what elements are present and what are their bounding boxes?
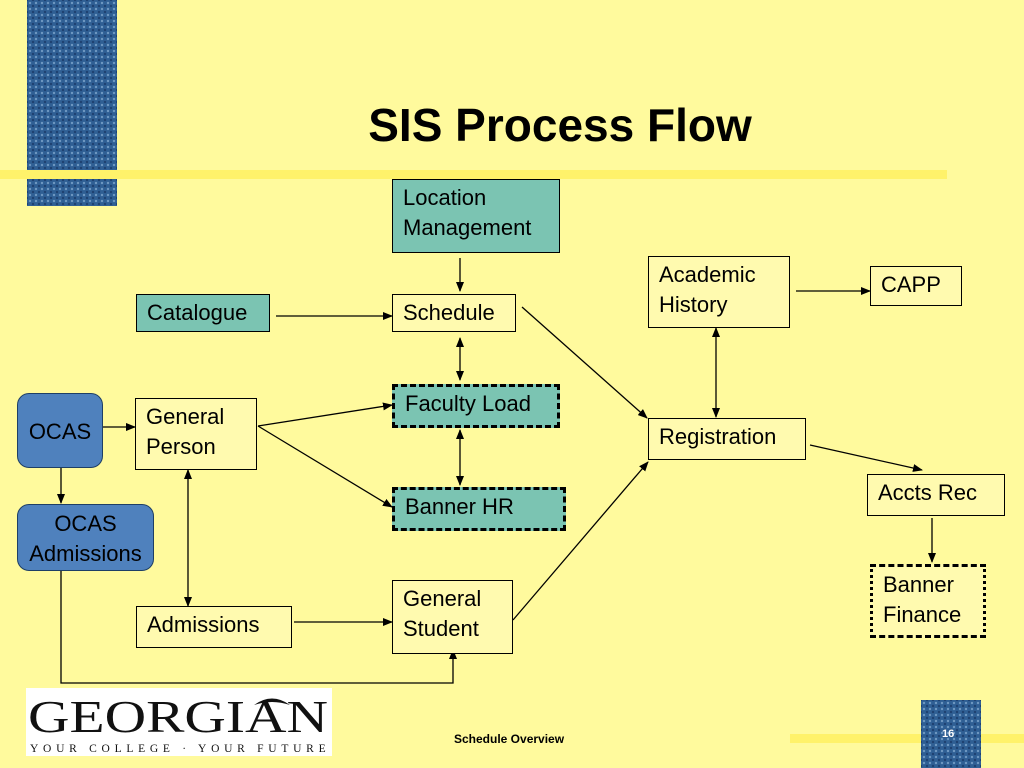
node-general-person: General Person <box>135 398 257 470</box>
node-admissions: Admissions <box>136 606 292 648</box>
arrow-schedule-to-registration <box>521 306 648 419</box>
node-banner-hr-label: Banner HR <box>405 494 514 519</box>
node-ocas-admissions: OCAS Admissions <box>17 504 154 571</box>
node-accts-rec: Accts Rec <box>867 474 1005 516</box>
arrow-person-to-faculty-load <box>257 402 393 427</box>
node-ocas: OCAS <box>17 393 103 468</box>
page-number-block <box>921 700 981 768</box>
node-admissions-label: Admissions <box>147 612 260 637</box>
node-general-student-line1: General <box>403 586 482 611</box>
node-ocas-label: OCAS <box>28 419 92 444</box>
node-banner-finance-line2: Finance <box>883 602 962 627</box>
node-banner-finance-line1: Banner <box>883 572 954 597</box>
node-capp-label: CAPP <box>881 272 941 297</box>
georgian-logo: GEORGIAN YOUR COLLEGE · YOUR FUTURE <box>26 688 332 756</box>
slide-title: SIS Process Flow <box>368 99 752 151</box>
node-banner-finance: Banner Finance <box>870 564 986 638</box>
node-faculty-load-label: Faculty Load <box>405 391 531 416</box>
node-general-person-line2: Person <box>146 434 216 459</box>
node-schedule-label: Schedule <box>403 300 495 325</box>
node-academic-history-line2: History <box>659 292 728 317</box>
node-ocas-admissions-line1: OCAS <box>54 511 117 536</box>
node-academic-history: Academic History <box>648 256 790 328</box>
node-accts-rec-label: Accts Rec <box>878 480 978 505</box>
node-general-student-line2: Student <box>403 616 479 641</box>
arrow-ocas-admissions-to-student <box>60 571 457 684</box>
arrow-person-to-banner-hr <box>257 425 393 508</box>
node-registration: Registration <box>648 418 806 460</box>
georgian-logo-image: GEORGIAN YOUR COLLEGE · YOUR FUTURE <box>28 691 328 755</box>
footer-text: Schedule Overview <box>454 732 565 746</box>
node-ocas-admissions-line2: Admissions <box>29 541 142 566</box>
svg-text:GEORGIAN: GEORGIAN <box>28 691 328 742</box>
node-location-management: Location Management <box>392 179 560 253</box>
arrow-registration-to-accts-rec <box>809 444 923 472</box>
node-general-student: General Student <box>392 580 513 654</box>
node-faculty-load: Faculty Load <box>392 384 560 428</box>
arrow-student-to-registration <box>512 461 649 621</box>
node-academic-history-line1: Academic <box>659 262 756 287</box>
svg-text:YOUR COLLEGE · YOUR FUTURE: YOUR COLLEGE · YOUR FUTURE <box>30 743 328 755</box>
page-number: 16 <box>942 728 955 740</box>
node-general-person-line1: General <box>146 404 225 429</box>
node-catalogue: Catalogue <box>136 294 270 332</box>
node-catalogue-label: Catalogue <box>147 300 248 325</box>
node-location-management-line2: Management <box>403 215 532 240</box>
node-location-management-line1: Location <box>403 185 487 210</box>
footer-right-bar <box>790 734 1024 743</box>
node-banner-hr: Banner HR <box>392 487 566 531</box>
node-capp: CAPP <box>870 266 962 306</box>
node-schedule: Schedule <box>392 294 516 332</box>
node-registration-label: Registration <box>659 424 777 449</box>
title-underline-bar <box>0 170 947 179</box>
